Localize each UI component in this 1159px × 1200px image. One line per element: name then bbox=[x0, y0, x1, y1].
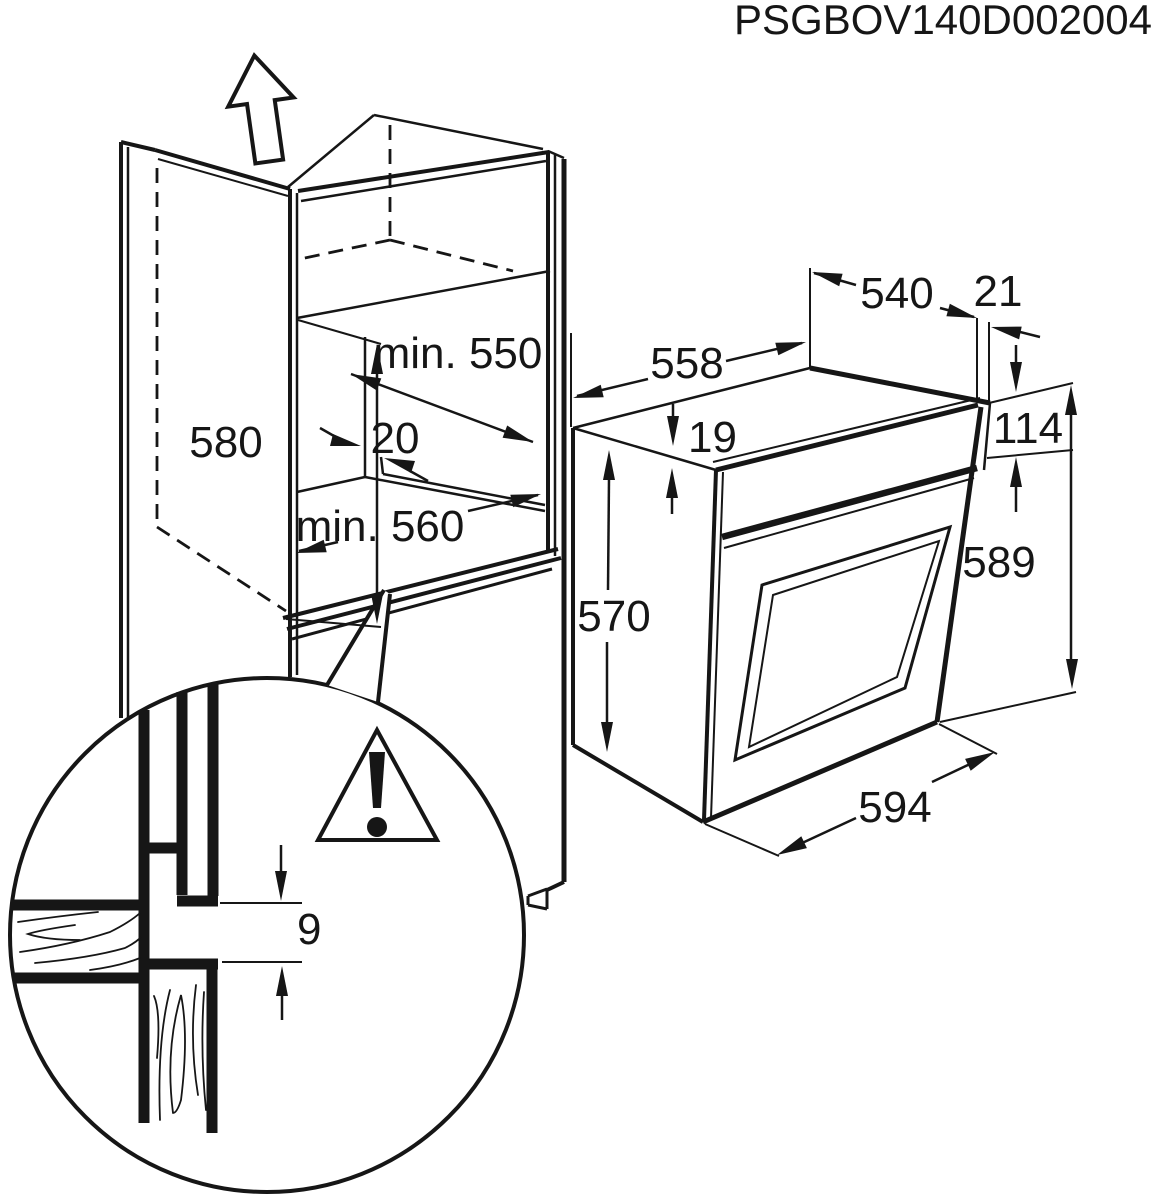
dim-back-gap-label: 20 bbox=[371, 414, 420, 463]
dim-carcass-height: 570 bbox=[577, 450, 651, 752]
dim-vent-gap-label: 9 bbox=[297, 905, 321, 954]
wood-grain-panel bbox=[153, 984, 207, 1121]
dim-top-width-label: 558 bbox=[650, 339, 723, 388]
dim-niche-height-label: 580 bbox=[189, 418, 262, 467]
dim-depth-label: 540 bbox=[860, 269, 933, 318]
oven-dimensions: 558 540 21 19 bbox=[570, 267, 1078, 857]
dim-front-width: 594 bbox=[704, 723, 998, 857]
dim-top-clearance-label: 19 bbox=[688, 413, 737, 462]
dim-niche-width-label: min. 560 bbox=[296, 502, 465, 551]
cabinet-dimensions: 580 min. 550 20 min. 560 bbox=[189, 319, 543, 628]
oven-diagram bbox=[571, 365, 992, 825]
dim-niche-depth-label: min. 550 bbox=[374, 329, 543, 378]
installation-detail-circle: 9 bbox=[8, 588, 526, 1194]
drawing-code: PSGBOV140D002004 bbox=[734, 0, 1152, 43]
wood-grain-shelf bbox=[17, 911, 143, 971]
up-arrow-icon bbox=[224, 52, 298, 166]
dim-front-lip: 21 bbox=[974, 267, 1041, 402]
warning-icon bbox=[314, 725, 441, 842]
dim-vent-gap: 9 bbox=[220, 845, 321, 1020]
dim-top-clearance: 19 bbox=[666, 404, 737, 514]
dim-top-width: 558 bbox=[570, 268, 811, 427]
dim-depth: 540 bbox=[812, 269, 977, 319]
dim-front-lip-label: 21 bbox=[974, 267, 1023, 316]
dim-front-width-label: 594 bbox=[858, 783, 931, 832]
oven-door-window bbox=[733, 524, 953, 763]
dim-front-height-label: 589 bbox=[962, 538, 1035, 587]
dim-niche-height: 580 bbox=[189, 319, 383, 628]
dim-panel-height-label: 114 bbox=[993, 404, 1063, 453]
dim-carcass-height-label: 570 bbox=[577, 592, 650, 641]
dim-panel-height: 114 bbox=[986, 345, 1074, 512]
dim-back-gap: 20 bbox=[319, 414, 429, 483]
dim-niche-depth: min. 550 bbox=[350, 329, 543, 444]
detail-circle-outline bbox=[8, 676, 526, 1194]
dim-niche-width: min. 560 bbox=[296, 493, 541, 553]
trim-profile-cross-section bbox=[11, 684, 219, 1133]
dim-front-height: 589 bbox=[939, 385, 1078, 723]
